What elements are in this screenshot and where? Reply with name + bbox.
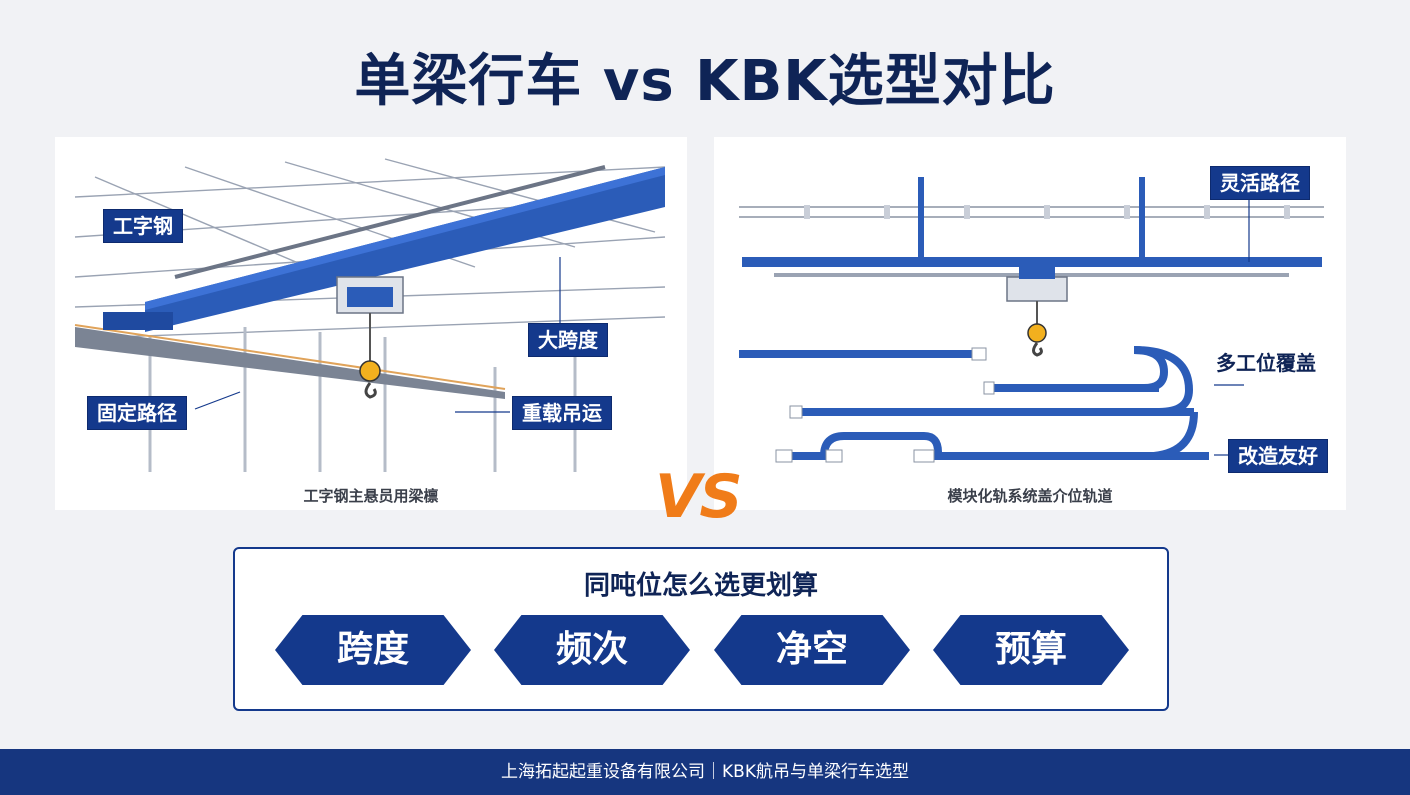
right-panel-caption: 模块化轨系统盖介位轨道 bbox=[947, 487, 1113, 505]
kbk-rail-illustration bbox=[739, 177, 1324, 463]
single-girder-crane-illustration bbox=[74, 158, 666, 472]
label-retrofit-friendly: 改造友好 bbox=[1228, 439, 1328, 473]
left-panel-caption: 工字钢主悬员用梁檩 bbox=[303, 487, 439, 505]
factor-span: 跨度 bbox=[275, 615, 471, 685]
label-multi-station: 多工位覆盖 bbox=[1216, 351, 1316, 375]
factor-budget: 预算 bbox=[933, 615, 1129, 685]
page-title: 单梁行车 vs KBK选型对比 bbox=[354, 49, 1056, 114]
label-heavy-lift: 重载吊运 bbox=[512, 396, 612, 430]
kbk-rail-panel: 灵活路径 多工位覆盖 改造友好 模块化轨系统盖介位轨道 bbox=[714, 137, 1346, 510]
selection-factors-box: 同吨位怎么选更划算 跨度 频次 净空 预算 bbox=[233, 547, 1169, 711]
factor-frequency: 频次 bbox=[494, 615, 690, 685]
label-large-span: 大跨度 bbox=[528, 323, 608, 357]
label-i-beam: 工字钢 bbox=[103, 209, 183, 243]
single-girder-crane-panel: 工字钢 大跨度 固定路径 重载吊运 工字钢主悬员用梁檩 bbox=[55, 137, 687, 510]
footer: 上海拓起起重设备有限公司｜KBK航吊与单梁行车选型 bbox=[0, 749, 1410, 795]
vs-badge: VS bbox=[655, 462, 743, 532]
selection-title: 同吨位怎么选更划算 bbox=[583, 571, 818, 601]
factor-headroom: 净空 bbox=[714, 615, 910, 685]
label-fixed-path: 固定路径 bbox=[87, 396, 187, 430]
label-flexible-path: 灵活路径 bbox=[1210, 166, 1310, 200]
